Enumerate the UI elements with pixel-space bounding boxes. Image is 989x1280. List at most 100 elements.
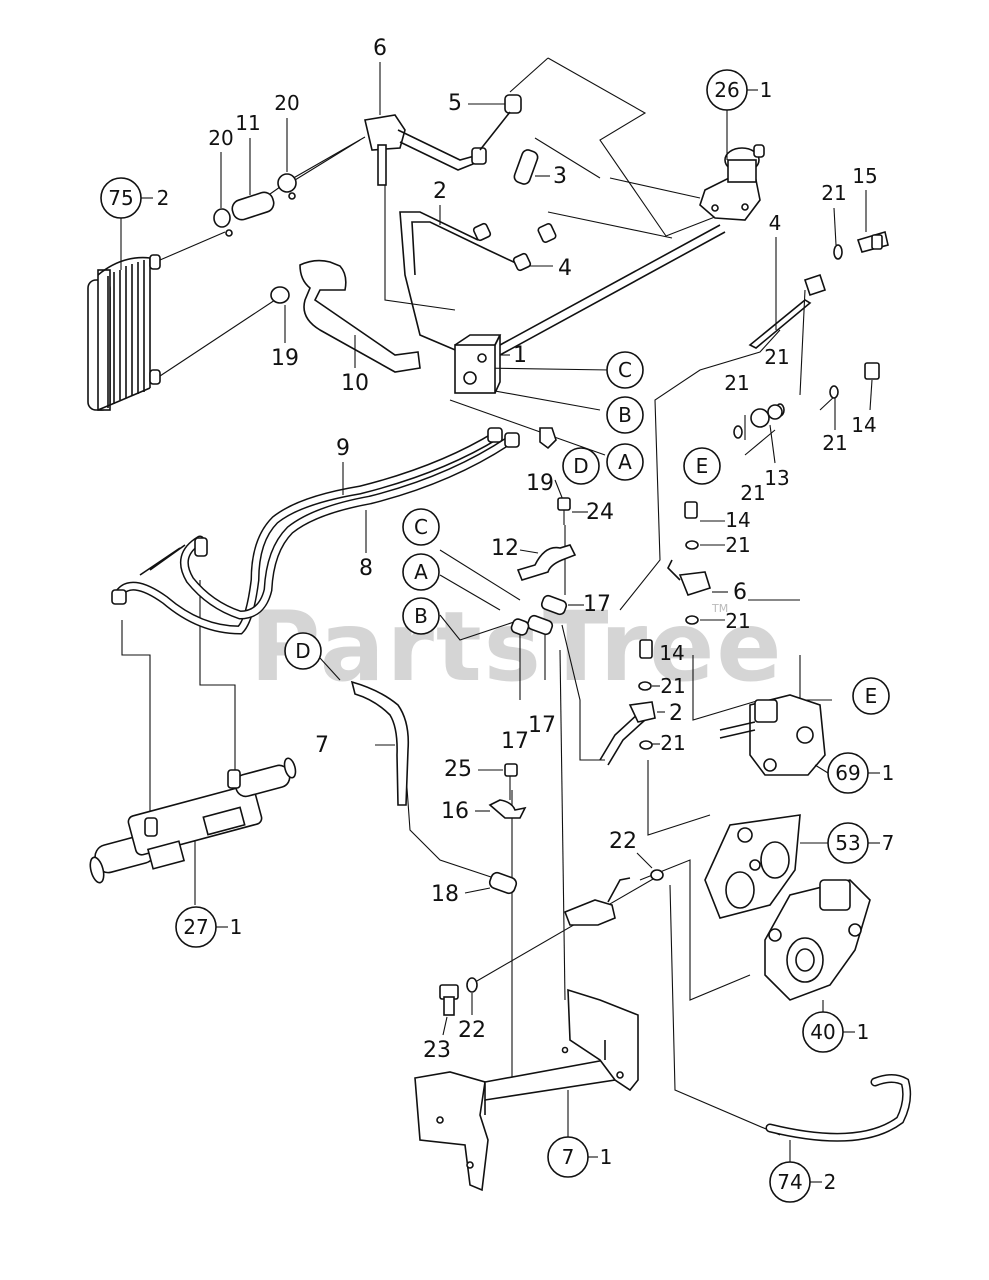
washers-21[interactable] bbox=[466, 244, 843, 993]
part-label-19b: 19 bbox=[526, 471, 554, 496]
part-label-25: 25 bbox=[444, 757, 472, 782]
line-4-right[interactable] bbox=[748, 299, 812, 349]
watermark-text: PartsTree bbox=[250, 591, 783, 703]
hose-74[interactable] bbox=[765, 1074, 912, 1142]
part-label-21b: 21 bbox=[764, 345, 789, 369]
fitting-4[interactable] bbox=[537, 222, 557, 244]
fitting-6-right[interactable] bbox=[667, 559, 712, 596]
svg-text:E: E bbox=[865, 684, 878, 708]
bolt-24[interactable] bbox=[557, 497, 571, 525]
hose-10[interactable] bbox=[299, 259, 421, 373]
part-label-4b: 4 bbox=[769, 211, 782, 235]
clamp-12[interactable] bbox=[516, 544, 577, 581]
letter-callout-A2[interactable]: A bbox=[402, 553, 440, 591]
svg-text:26: 26 bbox=[714, 78, 739, 102]
control-valve-26[interactable] bbox=[699, 144, 765, 221]
part-label-5: 5 bbox=[448, 91, 462, 116]
part-label-23: 23 bbox=[423, 1038, 451, 1063]
part-label-8: 8 bbox=[359, 556, 373, 581]
svg-text:1: 1 bbox=[760, 78, 773, 102]
svg-text:A: A bbox=[414, 560, 428, 584]
part-label-21h: 21 bbox=[660, 674, 685, 698]
svg-text:2: 2 bbox=[157, 186, 170, 210]
part-label-16: 16 bbox=[441, 799, 469, 824]
part-label-17: 17 bbox=[583, 592, 611, 617]
clamp-19-lower[interactable] bbox=[539, 427, 557, 450]
letter-callout-B2[interactable]: B bbox=[402, 597, 440, 635]
assembly-callout-74-2[interactable]: 74 2 bbox=[769, 1140, 836, 1203]
svg-text:E: E bbox=[696, 454, 709, 478]
part-label-6b: 6 bbox=[733, 580, 747, 605]
bracket-7[interactable] bbox=[414, 988, 639, 1192]
letter-callout-D2[interactable]: D bbox=[284, 632, 322, 670]
svg-text:C: C bbox=[414, 515, 428, 539]
clamp-16[interactable] bbox=[488, 799, 527, 819]
part-label-10: 10 bbox=[341, 371, 369, 396]
tee-fitting-6[interactable] bbox=[364, 114, 479, 186]
svg-text:1: 1 bbox=[230, 915, 243, 939]
hose-8[interactable] bbox=[111, 427, 520, 620]
fitting-18[interactable] bbox=[488, 871, 518, 895]
part-label-19: 19 bbox=[271, 346, 299, 371]
part-number-labels: 6 5 3 2 4 20 11 20 19 10 1 9 8 19 24 12 … bbox=[208, 36, 877, 1063]
part-label-20: 20 bbox=[274, 91, 299, 115]
fitting-14[interactable] bbox=[639, 230, 889, 659]
letter-callout-B1[interactable]: B bbox=[606, 396, 644, 434]
svg-text:75: 75 bbox=[108, 186, 133, 210]
fitting-3[interactable] bbox=[513, 148, 540, 185]
bolt-25[interactable] bbox=[504, 763, 518, 777]
letter-callout-D1[interactable]: D bbox=[562, 447, 600, 485]
oil-cooler[interactable] bbox=[87, 231, 276, 411]
assembly-callout-75-2[interactable]: 75 2 bbox=[100, 177, 170, 270]
part-label-20b: 20 bbox=[208, 126, 233, 150]
svg-text:69: 69 bbox=[835, 761, 860, 785]
part-label-22: 22 bbox=[458, 1018, 486, 1043]
part-label-17c: 17 bbox=[528, 713, 556, 738]
part-label-2: 2 bbox=[433, 179, 447, 204]
banjo-13[interactable] bbox=[750, 404, 783, 428]
part-label-13: 13 bbox=[764, 466, 789, 490]
part-label-14b: 14 bbox=[725, 508, 750, 532]
pipe-2-upper[interactable] bbox=[399, 211, 532, 353]
assembly-callout-69-1[interactable]: 69 1 bbox=[814, 752, 894, 794]
part-label-11: 11 bbox=[235, 111, 260, 135]
assembly-callout-27-1[interactable]: 27 1 bbox=[175, 906, 243, 948]
letter-callout-E2[interactable]: E bbox=[852, 677, 890, 715]
manifold-block-1[interactable] bbox=[454, 224, 726, 394]
svg-text:53: 53 bbox=[835, 831, 860, 855]
part-label-21g: 21 bbox=[725, 609, 750, 633]
hose-9[interactable] bbox=[113, 430, 502, 635]
part-label-21d: 21 bbox=[822, 431, 847, 455]
part-label-1: 1 bbox=[513, 343, 527, 368]
part-label-9: 9 bbox=[336, 436, 350, 461]
part-label-21: 21 bbox=[821, 181, 846, 205]
assembly-callout-53-7[interactable]: 53 7 bbox=[800, 822, 895, 864]
letter-callout-A1[interactable]: A bbox=[606, 443, 644, 481]
part-label-12: 12 bbox=[491, 536, 519, 561]
svg-text:74: 74 bbox=[777, 1170, 802, 1194]
pipe-2-lower[interactable] bbox=[599, 701, 656, 766]
steering-cylinder-27[interactable] bbox=[88, 757, 298, 884]
svg-text:7: 7 bbox=[882, 831, 895, 855]
fitting-5[interactable] bbox=[471, 94, 522, 165]
assembly-callout-26-1[interactable]: 26 1 bbox=[706, 69, 773, 160]
valve-69[interactable] bbox=[719, 694, 826, 776]
bolt-23[interactable] bbox=[439, 984, 459, 1016]
hose-11-with-clamps[interactable] bbox=[213, 139, 361, 304]
letter-callout-C2[interactable]: C bbox=[402, 508, 440, 546]
letter-callout-C1[interactable]: C bbox=[606, 351, 644, 389]
part-label-14: 14 bbox=[851, 413, 876, 437]
assembly-callout-7-1[interactable]: 7 1 bbox=[547, 1090, 612, 1178]
valve-body-53[interactable] bbox=[704, 814, 801, 919]
hose-fitting-22[interactable] bbox=[563, 877, 631, 926]
svg-text:B: B bbox=[618, 403, 632, 427]
hydraulic-pump-40[interactable] bbox=[764, 879, 871, 1001]
assembly-callout-40-1[interactable]: 40 1 bbox=[802, 1000, 869, 1053]
fitting-17[interactable] bbox=[510, 594, 568, 636]
trademark-mark: TM bbox=[711, 602, 728, 615]
svg-text:40: 40 bbox=[810, 1020, 835, 1044]
hose-7[interactable] bbox=[350, 680, 410, 806]
letter-callout-E1[interactable]: E bbox=[683, 447, 721, 485]
part-label-17b: 17 bbox=[501, 729, 529, 754]
